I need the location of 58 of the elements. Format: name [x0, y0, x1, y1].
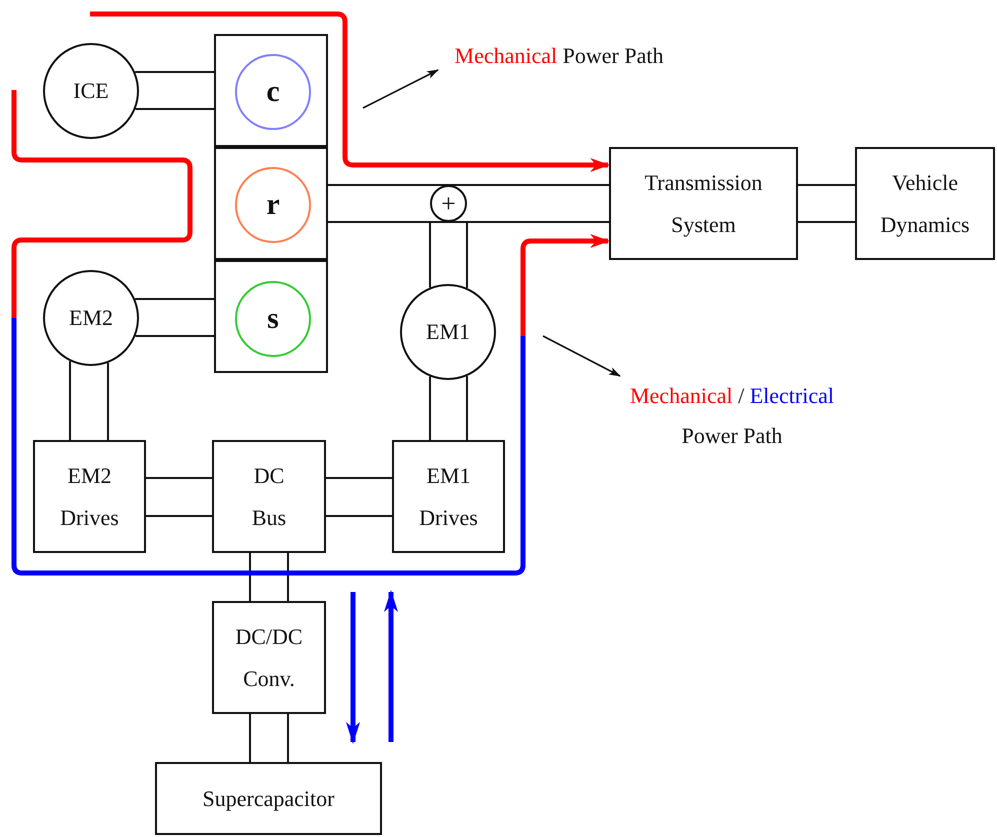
gear-box — [214, 147, 328, 260]
shaft-line — [798, 184, 855, 186]
shaft-line — [146, 515, 212, 517]
engine-circle — [43, 43, 139, 139]
label-text: EM1 — [426, 318, 470, 346]
leader-arrow — [542, 335, 621, 377]
process-box — [212, 601, 326, 714]
gear-circle — [235, 281, 311, 357]
label-text: r — [266, 190, 280, 220]
process-box — [609, 147, 798, 260]
shaft-line — [328, 184, 609, 186]
power-path-arrow — [90, 12, 610, 172]
shaft-line — [466, 222, 468, 288]
motor-circle — [43, 270, 139, 366]
annotation-text: Mechanical / Electrical Power Path — [592, 376, 872, 448]
label-text: c — [266, 77, 280, 107]
process-box — [392, 440, 505, 553]
shaft-line — [429, 376, 431, 440]
label-text: DC/DC Conv. — [234, 622, 304, 692]
shaft-line — [136, 108, 214, 110]
shaft-line — [249, 553, 251, 601]
gear-circle — [235, 54, 311, 130]
shaft-line — [69, 361, 71, 440]
label-text: EM1 Drives — [418, 462, 479, 532]
label-text: Supercapacitor — [202, 784, 334, 813]
shaft-line — [135, 71, 214, 73]
leader-arrow — [362, 69, 439, 109]
shaft-line — [107, 362, 109, 440]
shaft-line — [328, 221, 609, 223]
label-text: Transmission System — [644, 168, 764, 239]
shaft-line — [326, 515, 392, 517]
process-box — [33, 440, 146, 553]
shaft-line — [326, 477, 392, 479]
process-box — [155, 762, 382, 835]
gear-box — [214, 34, 328, 147]
shaft-line — [146, 477, 212, 479]
motor-circle — [400, 284, 496, 380]
shaft-line — [429, 222, 431, 288]
label-text: EM2 — [69, 304, 113, 332]
shaft-line — [136, 335, 214, 337]
annotation-text: Mechanical Power Path — [414, 36, 704, 70]
gear-box — [214, 260, 328, 373]
shaft-line — [135, 298, 214, 300]
process-box — [855, 147, 995, 260]
label-text: Vehicle Dynamics — [879, 168, 971, 239]
label-text: s — [267, 304, 279, 334]
process-box — [212, 440, 326, 553]
summing-junction — [430, 185, 467, 222]
label-text: ICE — [73, 77, 109, 106]
shaft-line — [287, 553, 289, 601]
label-text: EM2 Drives — [59, 462, 120, 532]
label-text: + — [441, 190, 456, 216]
shaft-line — [798, 221, 855, 223]
shaft-line — [249, 714, 251, 762]
shaft-line — [466, 376, 468, 440]
label-text: DC Bus — [250, 462, 288, 532]
gear-circle — [235, 167, 311, 243]
shaft-line — [287, 714, 289, 762]
